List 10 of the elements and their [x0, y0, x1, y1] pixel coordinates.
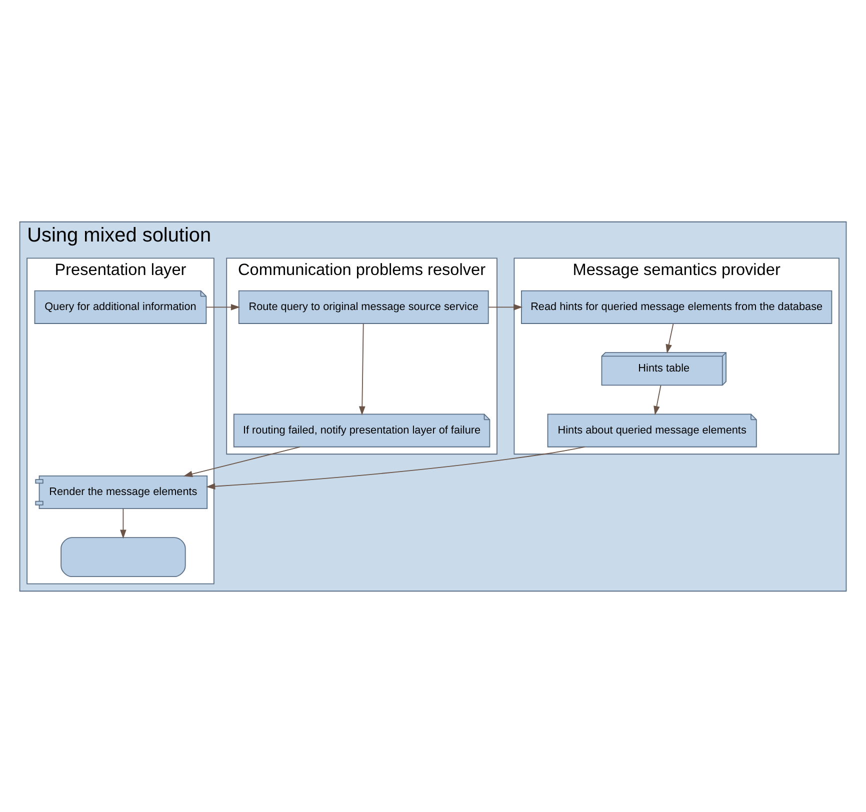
arrow [654, 384, 662, 415]
arrow [488, 303, 523, 310]
node-box: Route query to original message source service [238, 290, 489, 324]
node-oval [60, 536, 186, 577]
node-box: Read hints for queried message elements from the database [521, 290, 832, 324]
arrow [358, 322, 366, 415]
arrow [206, 303, 240, 310]
arrow [666, 322, 674, 353]
arrow [183, 446, 300, 477]
arrow [120, 508, 126, 538]
